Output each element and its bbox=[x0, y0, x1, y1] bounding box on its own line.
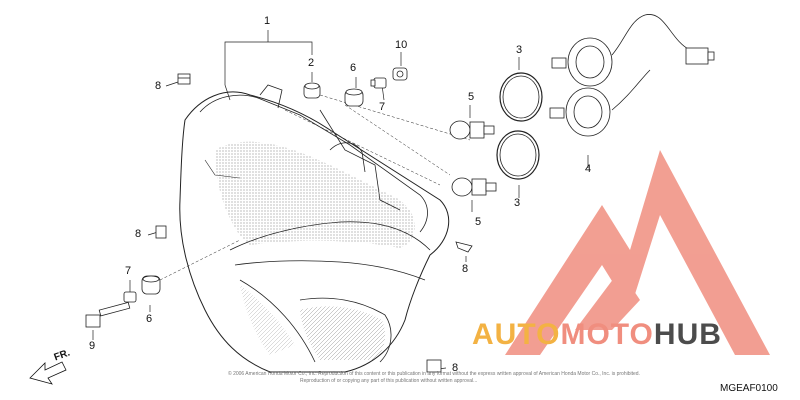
callout-4: 4 bbox=[585, 163, 592, 175]
callout-9: 9 bbox=[89, 340, 96, 352]
callout-2: 2 bbox=[308, 57, 315, 69]
callout-5-bottom: 5 bbox=[475, 216, 482, 228]
callout-5-top: 5 bbox=[468, 91, 475, 103]
small-parts bbox=[29, 14, 715, 385]
callout-7-top: 7 bbox=[379, 101, 386, 113]
ring-3-top bbox=[499, 72, 543, 122]
leader-lines bbox=[92, 30, 589, 371]
front-direction-arrow-icon bbox=[29, 361, 67, 385]
brand-hub: HUB bbox=[653, 318, 722, 351]
bolt-9 bbox=[85, 301, 131, 328]
callout-6-left: 6 bbox=[146, 313, 153, 325]
ring-3-bottom bbox=[496, 130, 540, 180]
grommet-6-left bbox=[141, 275, 161, 295]
callout-10: 10 bbox=[395, 39, 408, 51]
copyright-notice: © 2006 American Honda Motor Co., Inc. Re… bbox=[228, 371, 640, 377]
callout-3-bottom: 3 bbox=[514, 197, 521, 209]
grommet-6-top bbox=[344, 88, 364, 107]
watermark-brand-text: AUTOMOTOHUB bbox=[472, 318, 722, 352]
housing-shading bbox=[215, 141, 415, 248]
callout-7-left: 7 bbox=[125, 265, 132, 277]
collar-7-left bbox=[123, 291, 137, 303]
collar-7-top bbox=[370, 77, 387, 89]
brand-moto: MOTO bbox=[560, 318, 654, 351]
nut-10 bbox=[392, 67, 408, 81]
callout-3-top: 3 bbox=[516, 44, 523, 56]
callout-8-left: 8 bbox=[135, 228, 142, 240]
grommet-2 bbox=[303, 82, 321, 99]
callout-8-top: 8 bbox=[155, 80, 162, 92]
callout-8-bottom: 8 bbox=[452, 362, 459, 374]
diagram-code: MGEAF0100 bbox=[720, 383, 778, 394]
callout-6-top: 6 bbox=[350, 62, 357, 74]
copyright-notice-line2: Reproduction of or copying any part of t… bbox=[300, 378, 478, 384]
brand-auto: AUTO bbox=[472, 318, 561, 351]
bulb-5-bottom bbox=[451, 177, 497, 197]
bulb-5-top bbox=[449, 120, 495, 140]
clip-8-right bbox=[455, 241, 473, 253]
socket-harness-4 bbox=[549, 14, 715, 137]
watermark-logo-icon bbox=[505, 150, 770, 355]
clip-8-left bbox=[155, 225, 167, 239]
clip-8-bottom bbox=[426, 359, 442, 373]
lower-lens-hatch bbox=[300, 306, 386, 360]
side-lens-hatch bbox=[240, 285, 295, 355]
callout-8-right: 8 bbox=[462, 263, 469, 275]
callout-1: 1 bbox=[264, 15, 271, 27]
clip-8-top bbox=[177, 73, 191, 85]
